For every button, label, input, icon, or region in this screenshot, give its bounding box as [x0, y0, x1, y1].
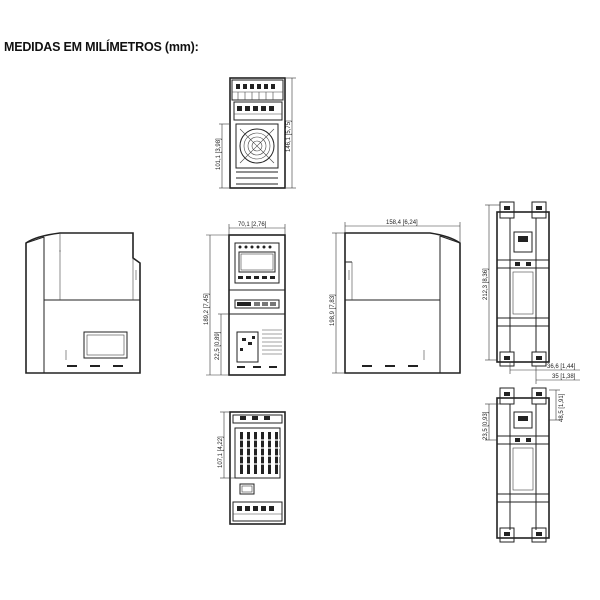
rear-height-label: 212,3 [8,36]	[483, 268, 489, 300]
side-height-label: 198,9 [7,83]	[330, 294, 336, 326]
page-title: MEDIDAS EM MILÍMETROS (mm):	[4, 40, 199, 54]
rear2-left-label: 23,5 [0,93]	[483, 411, 489, 440]
right-side-view: 158,4 [6,24] 198,9 [7,83]	[330, 220, 461, 374]
front-width-label: 70,1 [2,76]	[238, 222, 267, 228]
front-view: 70,1 [2,76] 189,2 [7,45] 22,5 [0,89]	[204, 222, 286, 376]
front-lower-label: 22,5 [0,89]	[215, 331, 221, 360]
front-height-label: 189,2 [7,45]	[204, 293, 210, 325]
top-depth-1-label: 101,1 [3,98]	[216, 138, 222, 170]
rear-offset-1-label: 36,6 [1,44]	[547, 364, 576, 370]
top-view: 101,1 [3,98] 146,1 [5,75]	[216, 77, 296, 189]
rear-view-upper: 212,3 [8,36] 36,6 [1,44] 35 [1,38]	[483, 201, 580, 384]
top-depth-2-label: 146,1 [5,75]	[286, 120, 292, 152]
side-width-label: 158,4 [6,24]	[386, 220, 418, 226]
rear-view-lower: 23,5 [0,93] 48,5 [1,91]	[483, 387, 565, 543]
bottom-view: 107,1 [4,22]	[218, 411, 286, 525]
bottom-depth-label: 107,1 [4,22]	[218, 436, 224, 468]
left-side-view	[25, 232, 141, 374]
rear-offset-2-label: 35 [1,38]	[552, 374, 576, 380]
rear2-right-label: 48,5 [1,91]	[559, 393, 565, 422]
